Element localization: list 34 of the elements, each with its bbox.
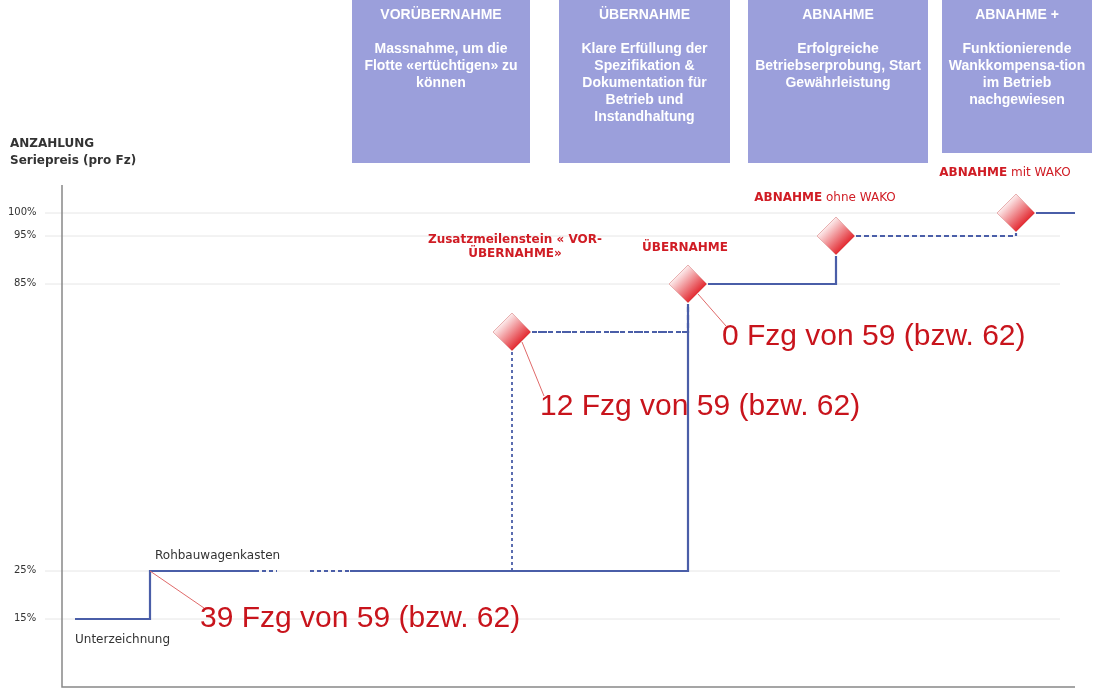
milestone-label: ÜBERNAHME (641, 240, 729, 254)
leader-line (697, 293, 727, 327)
card-description: Erfolgreiche Betriebserprobung, Start Gewährleistung (754, 40, 922, 91)
step-line (532, 304, 690, 334)
milestone-card (559, 0, 730, 163)
milestone-card (942, 0, 1092, 153)
tick-label: 25% (14, 564, 37, 575)
card-description: Massnahme, um die Flotte «ertüchtigen» zu können (363, 40, 519, 91)
vehicle-count-label: 12 Fzg von 59 (bzw. 62) (540, 388, 861, 422)
tick-label: 95% (14, 229, 37, 240)
step-line (856, 233, 1018, 238)
step-label: Rohbauwagenkasten (155, 548, 281, 562)
vehicle-count-label: 39 Fzg von 59 (bzw. 62) (200, 600, 521, 634)
card-heading: VORÜBERNAHME (379, 6, 503, 22)
milestone-label: ABNAHME mit WAKO (938, 165, 1072, 179)
card-heading: ÜBERNAHME (598, 6, 691, 22)
leader-line (149, 570, 205, 609)
axis-subtitle: Seriepreis (pro Fz) (10, 153, 137, 167)
tick-label: 100% (8, 206, 37, 217)
vehicle-count-label: 0 Fzg von 59 (bzw. 62) (722, 318, 1026, 352)
card-heading: ABNAHME (801, 6, 875, 22)
milestone-card (352, 0, 530, 163)
card-heading: ABNAHME + (974, 6, 1060, 22)
leader-line (521, 341, 545, 397)
step-line (708, 256, 838, 286)
milestone-label: Zusatzmeilenstein « VOR-ÜBERNAHME» (426, 232, 603, 260)
milestone-label: ABNAHME ohne WAKO (753, 190, 897, 204)
card-description: Klare Erfüllung der Spezifikation & Dokumentation für Betrieb und Instandhaltung (580, 40, 709, 125)
step-label: Unterzeichnung (75, 632, 171, 646)
milestone-card (748, 0, 928, 163)
axis-title: ANZAHLUNG (10, 136, 95, 150)
tick-label: 15% (14, 612, 37, 623)
card-description: Funktionierende Wankkompensa-tion im Betrieb nachgewiesen (948, 40, 1086, 108)
tick-label: 85% (14, 277, 37, 288)
